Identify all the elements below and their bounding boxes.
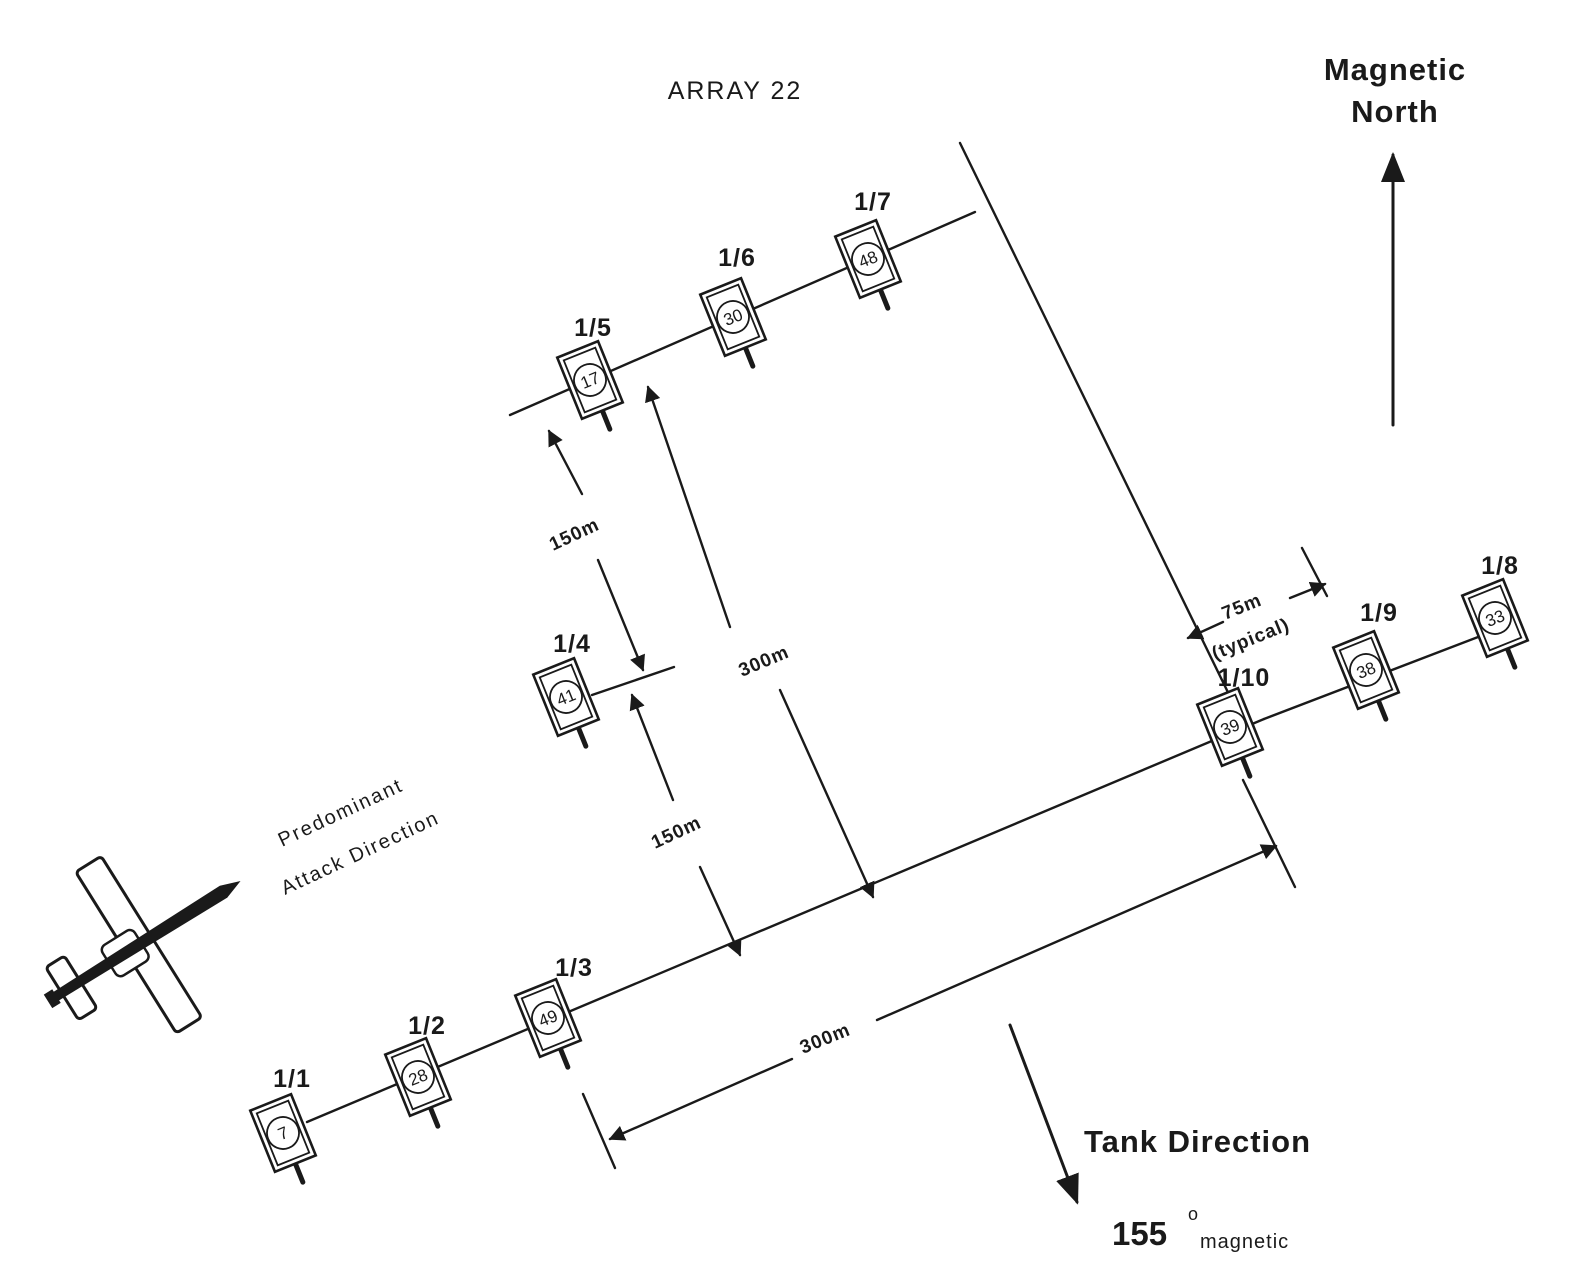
tank-turret: [851, 242, 885, 276]
dim-75m-arrow-left: [1186, 620, 1225, 640]
dim-75m-label: 75m: [1219, 590, 1265, 625]
dim-300m-length-tick-left: [581, 1092, 617, 1170]
dim-150m-upper-b: [596, 558, 645, 672]
tank-turret: [531, 1001, 565, 1035]
tank-9: 38: [1331, 629, 1401, 722]
tank-turret: [573, 363, 607, 397]
tank-label-5: 1/5: [574, 314, 612, 342]
tank-direction-unit: magnetic: [1200, 1231, 1289, 1253]
middle-tank-line-tick: [590, 665, 676, 697]
tanks-layer: 71/1 281/2 491/3 411/4 171/5 30 1/6 481/7 391/10…: [248, 188, 1530, 1185]
tank-label-6: 1/6: [718, 244, 756, 272]
dim-150m-lower-label: 150m: [648, 812, 705, 853]
dim-300m-length-label: 300m: [797, 1019, 854, 1058]
dim-300m-depth-label: 300m: [736, 642, 793, 682]
tank-label-1: 1/1: [273, 1065, 311, 1093]
dim-150m-upper-a: [547, 429, 584, 496]
tank-turret: [266, 1116, 300, 1150]
tank-4: 41: [531, 656, 601, 749]
tank-label-10: 1/8: [1481, 552, 1519, 580]
tank-turret: [401, 1060, 435, 1094]
aircraft-icon: [43, 856, 241, 1034]
dim-300m-length-a: [608, 1057, 794, 1141]
tank-label-8: 1/10: [1218, 664, 1271, 692]
tank-direction-degrees: 155: [1112, 1215, 1167, 1252]
diagram-title: ARRAY 22: [668, 77, 803, 105]
tank-label-3: 1/3: [555, 954, 593, 982]
dim-150m-lower-b: [698, 865, 742, 957]
dim-300m-depth-b: [778, 688, 875, 899]
dim-75m-arrow-right: [1288, 581, 1327, 600]
tank-1: 7: [248, 1092, 318, 1185]
tank-hull-inner: [255, 1099, 311, 1167]
tank-turret: [1478, 601, 1512, 635]
front-tank-line: [305, 717, 1266, 1124]
tank-direction-label: Tank Direction: [1084, 1124, 1311, 1159]
tank-2: 28: [383, 1036, 453, 1129]
tank-hull-inner: [1467, 584, 1523, 652]
tank-label-7: 1/7: [854, 188, 892, 216]
tank-hull-inner: [538, 663, 594, 731]
tank-5: 17: [555, 339, 625, 432]
tank-hull-inner: [705, 283, 761, 351]
tank-label-9: 1/9: [1360, 599, 1398, 627]
tank-hull-inner: [1202, 693, 1258, 761]
tank-hull-inner: [1338, 636, 1394, 704]
dim-150m-lower-a: [629, 693, 675, 802]
tank-3: 49: [513, 977, 583, 1070]
tank-hull-inner: [520, 984, 576, 1052]
tank-hull-inner: [840, 225, 896, 293]
dim-300m-depth-a: [645, 385, 732, 629]
tank-6: 30: [698, 276, 768, 369]
tank-turret: [549, 680, 583, 714]
tank-turret: [1349, 653, 1383, 687]
dim-300m-length-b: [875, 844, 1278, 1022]
tank-label-4: 1/4: [553, 630, 591, 658]
reference-line-lower: [1241, 778, 1297, 889]
tank-8: 39: [1195, 686, 1265, 779]
north-label-line1: Magnetic: [1324, 52, 1466, 87]
north-label-line2: North: [1351, 94, 1439, 129]
tank-hull-inner: [562, 346, 618, 414]
reference-line: [958, 141, 1242, 719]
degree-symbol: o: [1188, 1204, 1198, 1224]
tank-turret: [716, 300, 750, 334]
tank-hull-inner: [390, 1043, 446, 1111]
tank-label-2: 1/2: [408, 1012, 446, 1040]
tank-10: 33: [1460, 577, 1530, 670]
tank-7: 48: [833, 218, 903, 311]
tank-turret: [1213, 710, 1247, 744]
dim-150m-upper-label: 150m: [546, 514, 603, 555]
tank-direction-arrow: [1008, 1023, 1079, 1205]
